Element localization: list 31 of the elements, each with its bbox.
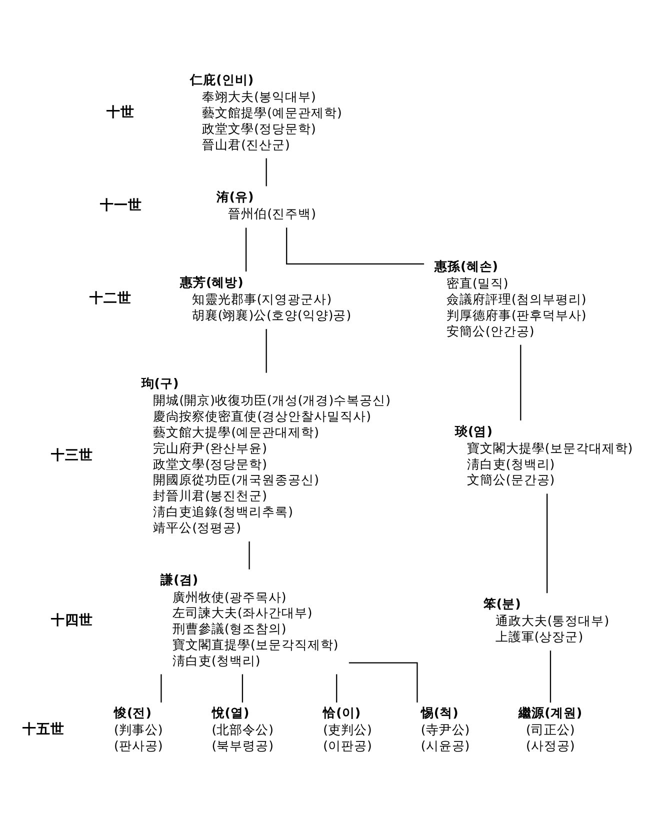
node-text: 謙(겸) 廣州牧使(광주목사) 左司諫大夫(좌사간대부) 刑曹參議(형조참의) 寶文閣直提學(보문각직제학) 淸白吏(청백리)	[160, 572, 338, 668]
node-text: 悅(열) (北部令公) (북부령공)	[212, 704, 274, 753]
connector	[242, 674, 244, 702]
label: 十二世	[90, 290, 132, 306]
connector	[266, 328, 267, 372]
connector	[246, 227, 247, 272]
connector	[248, 540, 250, 569]
connector	[520, 344, 522, 420]
node-text: 洧(유) 晉州伯(진주백)	[216, 188, 316, 221]
label: 十世	[106, 104, 135, 120]
label: 十三世	[50, 447, 93, 464]
connector	[336, 674, 338, 702]
node-text: 仁庇(인비) 奉翊大夫(봉익대부) 藝文館提學(예문관제학) 政堂文學(정당문학) 晉山君(진산군)	[190, 72, 342, 152]
connector	[348, 662, 418, 702]
node-text: 惠芳(혜방) 知靈光郡事(지영광군사) 胡襄(翊襄)公(호양(익양)공)	[180, 274, 352, 322]
node-text: 玽(구) 開城(開京)收復功臣(개성(개경)수복공신) 慶尙按察使密直使(경상안찰사밀직사) 藝文館大提學(예문관대제학) 完山府尹(완산부윤) 政堂文學(정당문학) 開國原從功臣(개국원종공신) 封晉川君(봉진천군) 淸白吏追錄(청백리추록) 靖平公(정평공)	[141, 375, 391, 534]
node-text: 笨(분) 通政大夫(통정대부) 上護軍(상장군)	[483, 596, 610, 644]
label: 十五世	[22, 720, 65, 737]
label: 十一世	[100, 196, 142, 213]
node-text: 惠孫(혜손) 密直(밀직) 僉議府評理(첨의부평리) 判厚德府事(판후덕부사) 安簡公(안간공)	[434, 258, 586, 338]
connector	[550, 650, 552, 702]
connector	[160, 674, 162, 702]
connector	[286, 227, 424, 264]
node-text: 琰(염) 寶文閣大提學(보문각대제학) 淸白吏(청백리) 文簡公(문간공)	[455, 422, 633, 487]
node-text: 繼源(계원) (司正公) (사정공)	[518, 704, 582, 753]
connector	[546, 493, 548, 593]
node-text: 惕(척) (寺尹公) (시윤공)	[420, 704, 470, 753]
node-text: 悛(전) (判事公) (판사공)	[114, 704, 163, 753]
label: 十四世	[50, 612, 93, 628]
node-text: 恰(이) (吏判公) (이판공)	[323, 704, 372, 753]
connector	[266, 158, 267, 186]
